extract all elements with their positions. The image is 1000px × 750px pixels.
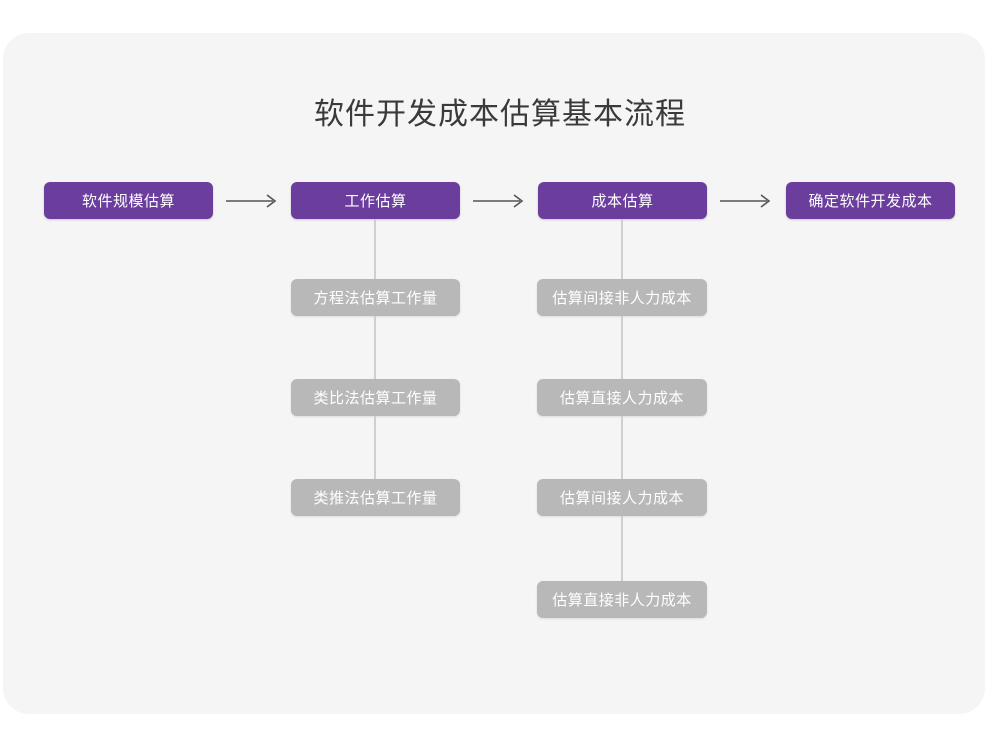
connector-b2-1-to-b2-2 — [621, 316, 623, 379]
connector-b2-3-to-b2-4 — [621, 516, 623, 581]
branch-node-b1-3[interactable]: 类推法估算工作量 — [291, 479, 460, 516]
branch-node-b1-2[interactable]: 类比法估算工作量 — [291, 379, 460, 416]
branch-node-b2-1[interactable]: 估算间接非人力成本 — [537, 279, 707, 316]
branch-node-b2-4[interactable]: 估算直接非人力成本 — [537, 581, 707, 618]
right-arrow-icon-2 — [472, 191, 528, 211]
flow-node-step4[interactable]: 确定软件开发成本 — [786, 182, 955, 219]
connector-b1-2-to-b1-3 — [374, 416, 376, 479]
page-title: 软件开发成本估算基本流程 — [314, 98, 686, 131]
right-arrow-icon-1 — [225, 191, 281, 211]
branch-node-b1-1[interactable]: 方程法估算工作量 — [291, 279, 460, 316]
diagram-card — [3, 33, 985, 714]
branch-node-b2-2[interactable]: 估算直接人力成本 — [537, 379, 707, 416]
flow-node-step1[interactable]: 软件规模估算 — [44, 182, 213, 219]
branch-node-b2-3[interactable]: 估算间接人力成本 — [537, 479, 707, 516]
connector-b1-1-to-b1-2 — [374, 316, 376, 379]
connector-b2-2-to-b2-3 — [621, 416, 623, 479]
right-arrow-icon-3 — [719, 191, 775, 211]
flow-node-step2[interactable]: 工作估算 — [291, 182, 460, 219]
connector-step2-to-b1-1 — [374, 219, 376, 279]
connector-step3-to-b2-1 — [621, 219, 623, 279]
flow-node-step3[interactable]: 成本估算 — [538, 182, 707, 219]
